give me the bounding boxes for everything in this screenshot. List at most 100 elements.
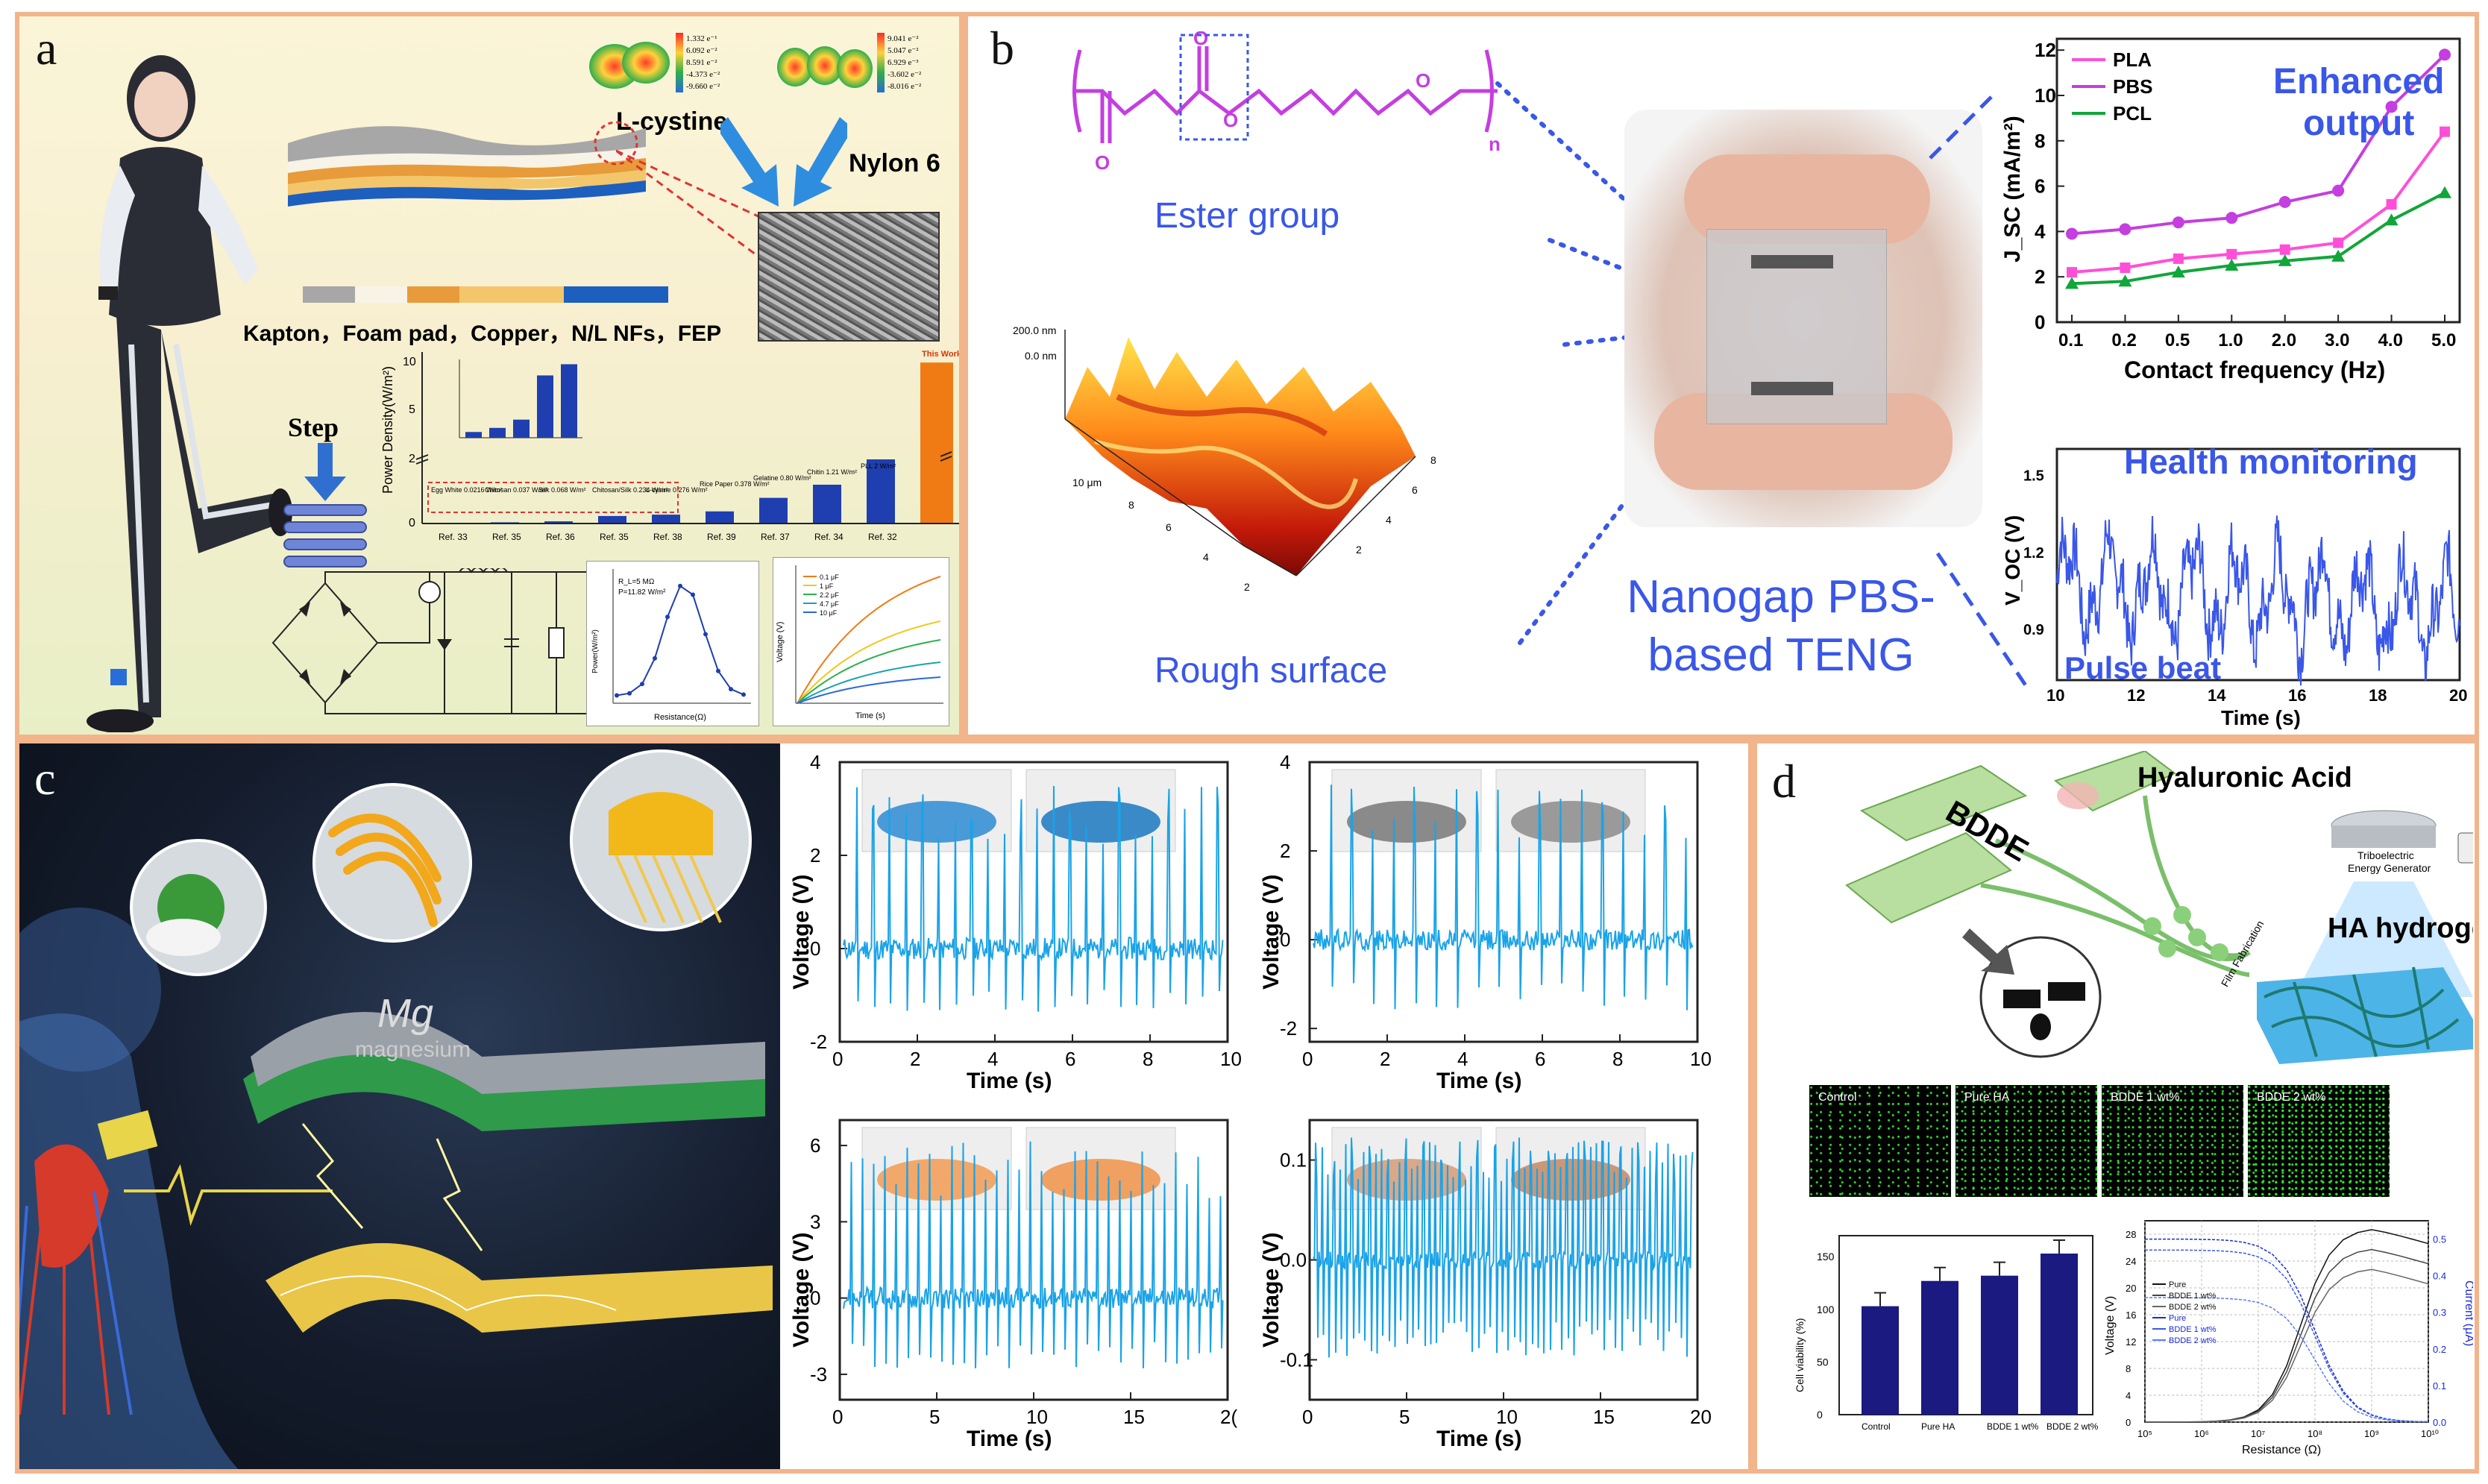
health-monitoring-label: Health monitoring [2124,442,2418,481]
pd-ytick: 0 [409,517,415,529]
y-tick-label: 0.0 [1280,1249,1307,1271]
y-tick-label: 50 [1817,1356,1829,1368]
legend-label: PBS [2113,75,2152,98]
x-tick-label: 10 [1026,1406,1048,1428]
x-tick-label: 4 [987,1048,998,1070]
x-tick-label: 15 [1123,1406,1145,1428]
y-tick-label: 16 [2126,1309,2136,1321]
bar-category: Ref. 36 [546,532,575,542]
y-tick-label: 8 [2126,1363,2131,1374]
x-tick-label: 4 [1457,1048,1468,1070]
res-annotation: R_L=5 MΩ [618,578,655,586]
panel-label: b [990,22,1014,75]
panel-d: d BDDE Hyaluronic Acid Film Fabrication … [1753,739,2479,1474]
bar [1921,1280,1958,1415]
res-point [653,655,657,661]
data-point [2225,212,2238,224]
x-tick-label: 8 [1612,1048,1623,1070]
data-point [2438,186,2451,198]
teng-device-photo [1624,110,1982,527]
this-work-label: This Work (L-cystine) 10.28 W/m² [922,350,964,359]
nylon-label: Nylon 6 [849,149,940,177]
data-point [2119,223,2132,236]
bar-category: Ref. 32 [868,532,897,542]
legend-label: 0.1 μF [820,573,839,581]
bar-note: Silk 0.068 W/m² [538,486,586,494]
legend-label: 1 μF [820,582,834,590]
pd-ytick: 5 [409,403,415,416]
bar-note: PLL 2 W/m² [861,462,896,470]
res-point [640,682,644,687]
x-tick-label: 0 [832,1406,843,1428]
data-point [2331,249,2346,262]
layer-stack [288,121,646,207]
plot-frame [2144,1220,2429,1423]
voltage-curve [2145,1268,2429,1423]
x-tick-label: 14 [2208,686,2226,705]
x-tick-label: 10⁵ [2137,1428,2152,1439]
x-tick-label: 10 [1496,1406,1518,1428]
x-tick-label: 10 [1690,1048,1712,1070]
y-tick-label-right: 0.2 [2433,1344,2446,1355]
data-point [2332,184,2345,197]
data-point [2067,267,2077,278]
res-point [729,687,733,692]
y-axis-label-right: Current (μA) [2463,1280,2473,1346]
data-point [2440,126,2450,137]
teg-label: Triboelectric [2357,849,2414,861]
res-point [691,592,695,597]
plot-frame [2055,447,2461,682]
pbs-structure: O O O O n [1072,31,1501,174]
step-label: Step [288,412,339,442]
y-tick-label: 6 [2035,175,2045,198]
data-point [2066,227,2078,240]
pd-inset-chart [459,359,582,438]
y-tick-label: -0.1 [1280,1348,1313,1371]
y-tick-label-right: 0.1 [2433,1380,2446,1392]
data-point [2333,237,2344,248]
afm-tick: 4 [1386,514,1392,526]
inset-photo-subject [1511,801,1630,843]
inset-photo-subject [1041,801,1160,843]
x-tick-label: 3.0 [2325,330,2349,350]
data-point [2118,274,2132,287]
data-point [2120,262,2131,274]
bar-note: L-cysine 0.276 W/m² [646,486,708,494]
res-ylabel: Power(W/m²) [591,629,600,673]
charge-curve [797,576,941,704]
x-tick-label: 12 [2127,686,2145,705]
legend-label: 4.7 μF [820,600,839,608]
y-tick-label: 20 [2126,1283,2136,1294]
y-tick-label: -2 [810,1031,827,1053]
plot-frame [2055,37,2461,324]
afm-tick: 6 [1166,521,1172,533]
res-annotation: P=11.82 W/m² [618,588,666,597]
x-tick-label: 2 [1380,1048,1390,1070]
res-point [716,668,720,673]
inset-bar [489,427,506,438]
y-axis-label: Voltage (V) [2104,1296,2117,1355]
afm-tick: 6 [1412,484,1418,496]
legend-label: BDDE 1 wt% [2169,1325,2217,1334]
bar-category: BDDE 1 wt% [1987,1421,2039,1432]
panel-a: a 1.332 e⁻¹ 6.092 e⁻² 8.591 e⁻² -4.373 e… [15,12,964,739]
current-curve [2145,1249,2429,1423]
legend-label: BDDE 1 wt% [2169,1292,2217,1301]
inset-photo-subject [877,1159,996,1201]
y-tick-label: 1.2 [2023,545,2044,562]
layer-names: Kapton，Foam pad，Copper，N/L NFs，FEP [243,321,722,346]
series-line [2071,131,2446,274]
x-tick-label: 0 [1302,1048,1313,1070]
afm-tick: 200.0 nm [1013,324,1056,336]
data-point [2065,277,2079,289]
resistance-power-plot: R_L=5 MΩ P=11.82 W/m² Resistance(Ω) Powe… [586,561,759,726]
data-point [2225,259,2239,271]
bar [2041,1254,2078,1415]
y-tick-label: -2 [1280,1017,1297,1040]
hydrogel-label: HA hydrogel [2328,913,2473,944]
bar-category: BDDE 2 wt% [2046,1421,2099,1432]
